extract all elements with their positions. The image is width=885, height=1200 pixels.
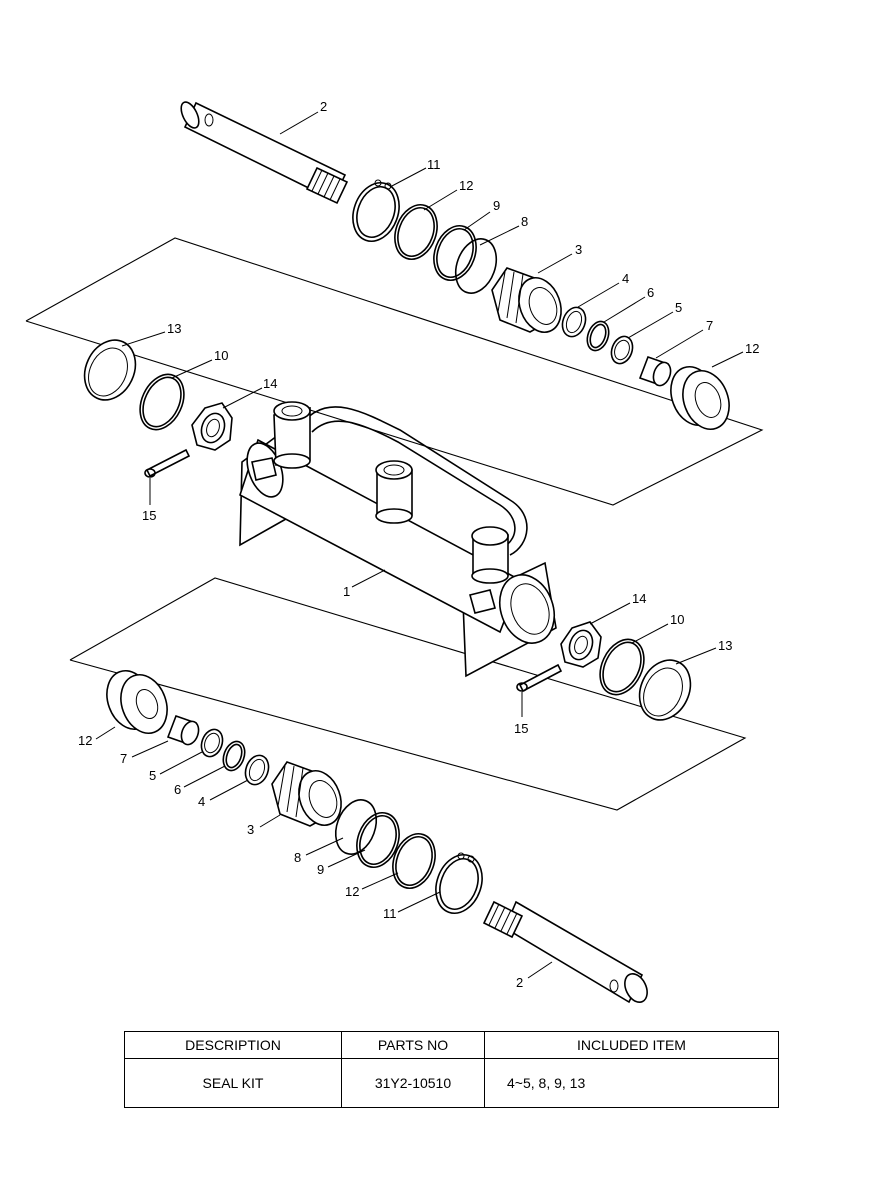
callout-top-oring-8: 8 <box>521 214 528 229</box>
bottom-bush-7-part <box>166 714 200 746</box>
callout-right-nut-14: 14 <box>632 591 646 606</box>
header-included-item: INCLUDED ITEM <box>484 1031 779 1059</box>
callout-top-ring-12: 12 <box>459 178 473 193</box>
cylinder-body-part <box>239 401 557 678</box>
callout-bottom-bushing-3: 3 <box>247 822 254 837</box>
bottom-pin-2-part <box>482 900 648 1004</box>
bottom-bushing-3-part <box>271 761 342 827</box>
callout-top-ring-4: 4 <box>622 271 629 286</box>
callout-bottom-ring-4: 4 <box>198 794 205 809</box>
right-ring-13-part <box>638 659 692 721</box>
top-ring-6-part <box>586 320 610 352</box>
top-ring-4-part <box>561 306 587 338</box>
right-nut-14-part <box>560 621 602 668</box>
callout-bottom-ring-5: 5 <box>149 768 156 783</box>
callout-top-pin: 2 <box>320 99 327 114</box>
callout-bottom-snap-ring-11: 11 <box>383 906 397 921</box>
bottom-ring-5-part <box>200 728 224 758</box>
callout-body-1: 1 <box>343 584 350 599</box>
top-backup-ring-part <box>394 204 438 260</box>
callout-bottom-bush-7: 7 <box>120 751 127 766</box>
top-ring-9-part <box>433 225 477 281</box>
left-oring-10-part <box>139 373 185 431</box>
top-ring-5-part <box>610 335 634 365</box>
callout-top-ring-5: 5 <box>675 300 682 315</box>
callout-bottom-ring-6: 6 <box>174 782 181 797</box>
callout-top-bush-7: 7 <box>706 318 713 333</box>
bottom-ring-4-part <box>244 754 270 786</box>
callout-right-pin-15: 15 <box>514 721 528 736</box>
table-header-row: DESCRIPTION PARTS NO INCLUDED ITEM <box>124 1031 779 1059</box>
seal-kit-table: DESCRIPTION PARTS NO INCLUDED ITEM SEAL … <box>124 1031 779 1108</box>
bottom-backup-ring-12-part <box>392 833 436 889</box>
callout-top-wiper-12: 12 <box>745 341 759 356</box>
callout-bottom-oring-8: 8 <box>294 850 301 865</box>
callout-right-oring-10: 10 <box>670 612 684 627</box>
top-pin-part <box>180 101 349 205</box>
callout-top-bushing-3: 3 <box>575 242 582 257</box>
leader-lines <box>95 111 744 979</box>
callout-top-ring-9: 9 <box>493 198 500 213</box>
top-bushing-part <box>491 267 562 333</box>
callout-labels: 2 11 12 9 8 3 4 6 5 7 12 13 10 14 15 1 1… <box>78 99 759 990</box>
callout-left-nut-14: 14 <box>263 376 277 391</box>
left-cotter-pin-15-part <box>144 448 191 478</box>
left-ring-13-part <box>83 339 137 401</box>
callout-left-ring-13: 13 <box>167 321 181 336</box>
callout-left-pin-15: 15 <box>142 508 156 523</box>
callout-left-oring-10: 10 <box>214 348 228 363</box>
header-description: DESCRIPTION <box>124 1031 342 1059</box>
bottom-ring-9-part <box>356 812 400 868</box>
left-nut-14-part <box>191 402 233 451</box>
callout-top-ring-6: 6 <box>647 285 654 300</box>
top-oring-8-part <box>454 238 498 294</box>
cell-description: SEAL KIT <box>124 1058 342 1108</box>
top-wiper-12-part <box>670 366 730 430</box>
callout-bottom-ring-12: 12 <box>345 884 359 899</box>
cell-parts-no: 31Y2-10510 <box>341 1058 485 1108</box>
right-cotter-pin-15-part <box>516 663 563 693</box>
callout-right-ring-13: 13 <box>718 638 732 653</box>
right-oring-10-part <box>599 638 645 696</box>
bottom-oring-8-part <box>334 799 378 855</box>
bottom-wiper-12-part <box>106 670 168 734</box>
bottom-ring-6-part <box>222 740 246 772</box>
cell-included-item: 4~5, 8, 9, 13 <box>484 1058 779 1108</box>
callout-top-snap-ring: 11 <box>427 157 441 172</box>
header-parts-no: PARTS NO <box>341 1031 485 1059</box>
table-row: SEAL KIT 31Y2-10510 4~5, 8, 9, 13 <box>124 1058 779 1108</box>
callout-bottom-ring-9: 9 <box>317 862 324 877</box>
callout-bottom-pin-2: 2 <box>516 975 523 990</box>
bottom-snap-ring-11-part <box>435 852 483 914</box>
upper-group-frame <box>25 237 764 506</box>
lower-group-frame <box>69 577 747 811</box>
top-bush-7-part <box>638 355 672 387</box>
callout-bottom-wiper-12: 12 <box>78 733 92 748</box>
